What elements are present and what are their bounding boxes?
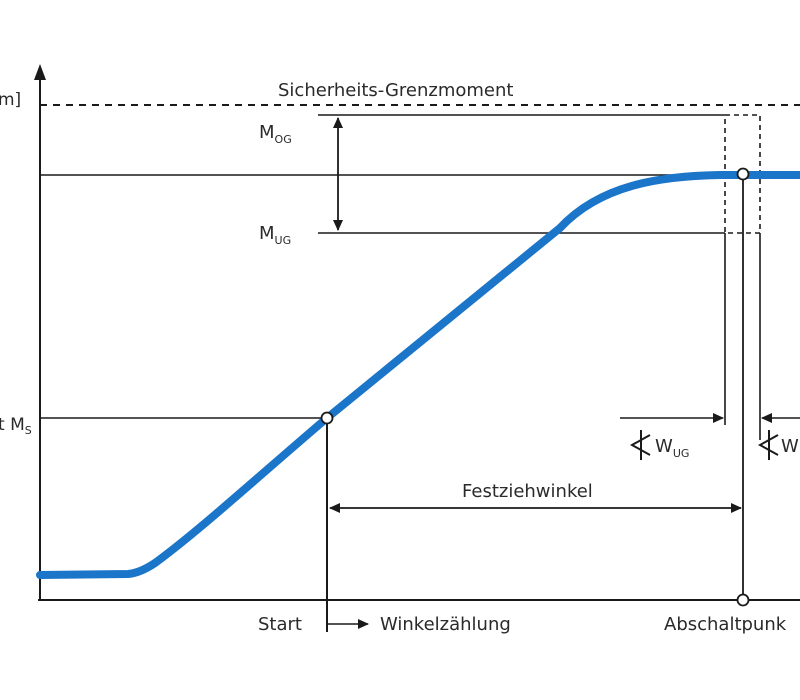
angle-lower-main: W	[655, 436, 673, 457]
threshold-point-marker	[320, 411, 334, 425]
shutoff-axis-marker	[736, 593, 750, 607]
angle-lower-symbol-icon	[629, 430, 651, 460]
y-axis-arrowhead	[34, 64, 46, 80]
threshold-moment-label: t MS	[0, 415, 32, 437]
shutoff-label: Abschaltpunk	[664, 614, 787, 635]
torque-curve	[36, 171, 800, 579]
tightening-angle-label: Festziehwinkel	[462, 481, 593, 502]
upper-limit-main: M	[259, 122, 275, 143]
y-axis-label: m]	[0, 90, 21, 110]
shutoff-point-marker	[736, 167, 750, 181]
upper-limit-sub: OG	[275, 133, 292, 146]
angle-lower-sub: UG	[673, 447, 690, 460]
angle-upper-symbol-icon	[757, 430, 779, 460]
lower-limit-main: M	[259, 223, 275, 244]
upper-limit-label: MOG	[259, 122, 292, 146]
start-label: Start	[258, 614, 302, 635]
threshold-moment-main: t M	[0, 415, 25, 435]
safety-limit-label: Sicherheits-Grenzmoment	[278, 80, 513, 101]
threshold-moment-sub: S	[25, 424, 32, 437]
angle-lower-label: WUG	[655, 436, 689, 460]
lower-limit-label: MUG	[259, 223, 291, 247]
angle-upper-label: W	[781, 436, 799, 457]
angle-counting-label: Winkelzählung	[380, 614, 511, 635]
lower-limit-sub: UG	[275, 234, 292, 247]
